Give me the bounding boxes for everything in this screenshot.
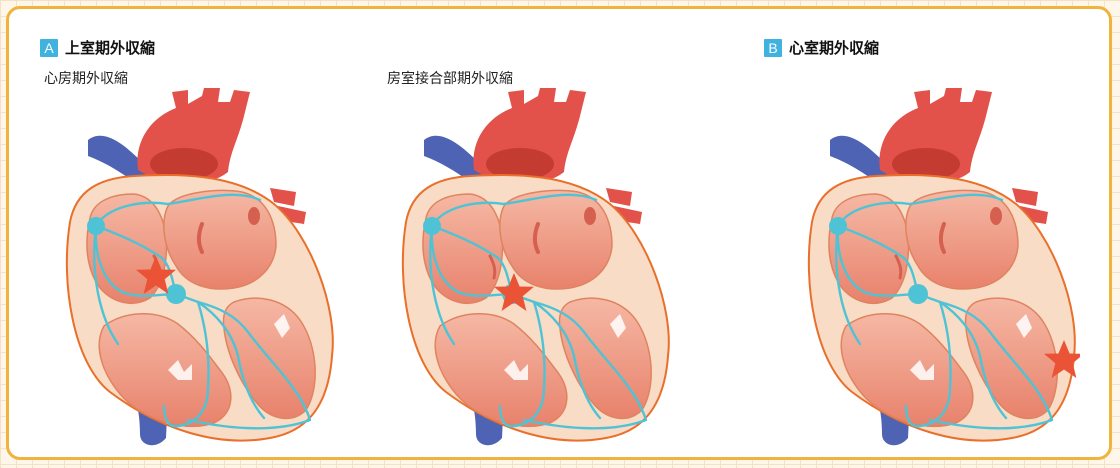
section-a-header: A 上室期外収縮 [40,37,155,58]
heart-junctional-diagram [374,88,674,456]
atrial-label: 心房期外収縮 [44,68,128,88]
section-a-badge: A [40,39,58,57]
heart-atrial-diagram [38,88,338,456]
section-a-title: 上室期外収縮 [65,37,155,58]
section-b-header: B 心室期外収縮 [764,37,879,58]
junctional-label: 房室接合部期外収縮 [387,68,513,88]
heart-ventricular-diagram [780,88,1080,456]
section-b-title: 心室期外収縮 [789,37,879,58]
section-b-badge: B [764,39,782,57]
